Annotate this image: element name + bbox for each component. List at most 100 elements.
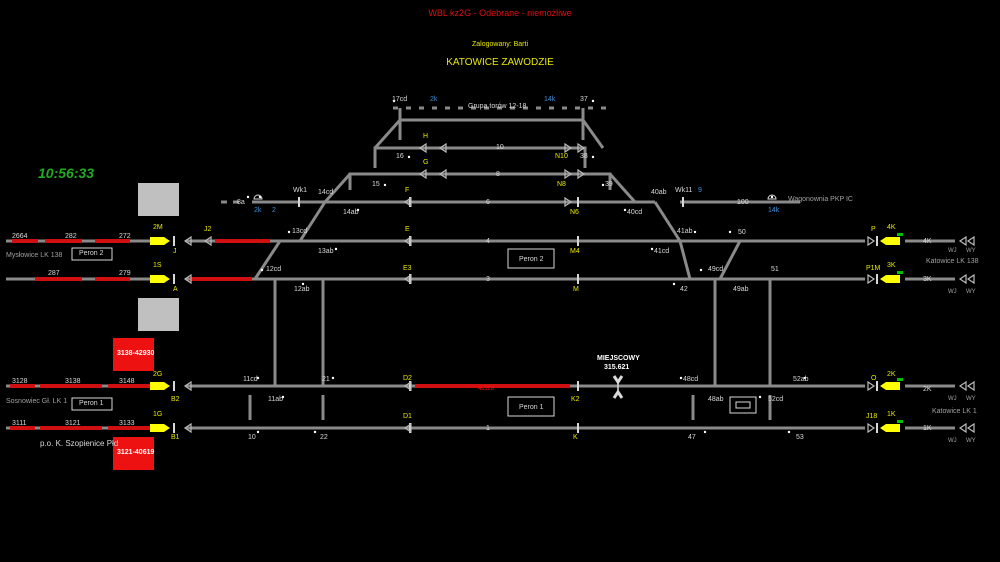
switch-label-52cd: 52cd (768, 396, 784, 403)
signal-label-j2: J2 (204, 226, 212, 233)
platform-1-main-label: Peron 1 (519, 404, 544, 411)
switch-dot (392, 99, 396, 103)
switch-dot (672, 282, 676, 286)
signal-3K (880, 275, 900, 283)
signal-1G (150, 424, 170, 432)
wj-label: WJ (948, 396, 957, 402)
signal-shunt (418, 142, 427, 154)
switch-dot (258, 195, 262, 199)
switch-dot (601, 183, 605, 187)
blue-label: 14k (768, 207, 780, 214)
platform-1-main (507, 396, 555, 417)
platform-1-left-label: Peron 1 (79, 400, 104, 407)
switch-label-40ab: 40ab (651, 189, 667, 196)
switch-dot (407, 155, 411, 159)
track-4k-label: 4K (923, 238, 932, 245)
switch-dot (256, 376, 260, 380)
signal-shunt (564, 168, 573, 180)
switch-12cd (253, 240, 282, 280)
switch-41ab (653, 201, 682, 242)
line-label-myslowice: Mysłowice LK 138 (6, 252, 63, 259)
signal-label-1s: 1S (153, 262, 162, 269)
wy-label: WY (966, 396, 976, 402)
switch-dot (770, 195, 774, 199)
miejscowy-fork-bot (612, 389, 624, 399)
blue-label: 2k (430, 96, 438, 103)
switch-dot (246, 195, 250, 199)
switch-label-48cd: 48cd (683, 376, 699, 383)
signal-label-n6: N6 (570, 209, 579, 216)
signal-shunt (403, 380, 412, 392)
signal-shunt (203, 235, 212, 247)
switch-dot (650, 247, 654, 251)
signal-label-e: E (405, 226, 410, 233)
signal-label-k2: K2 (571, 396, 580, 403)
switch-label-41ab: 41ab (677, 228, 693, 235)
signal-label-b2: B2 (171, 396, 180, 403)
switch-dot (699, 268, 703, 272)
signal-shunt (577, 168, 586, 180)
green-indicator (897, 271, 903, 274)
signal-shunt (577, 142, 586, 154)
switch-dot (287, 230, 291, 234)
switch-label-17cd: 17cd (392, 96, 408, 103)
signal-label-j: J (173, 248, 177, 255)
switch-dot (758, 395, 762, 399)
signal-label-p1m: P1M (866, 265, 881, 272)
switch-dot (331, 376, 335, 380)
switch-label-52ab: 52ab (793, 376, 809, 383)
blue-label: 14k (544, 96, 556, 103)
switch-dot (334, 247, 338, 251)
miejscowy-fork-top (612, 375, 624, 385)
signal-label-d2: D2 (403, 375, 412, 382)
crossing-inner (735, 401, 751, 409)
green-indicator (897, 233, 903, 236)
switch-dot (679, 376, 683, 380)
signal-shunt (867, 235, 876, 247)
signal-label-2m: 2M (153, 224, 163, 231)
switch-13cd (298, 201, 327, 242)
signal-wjwy (966, 273, 975, 285)
switch-14cd (323, 173, 352, 203)
blue-label: 9 (698, 187, 702, 194)
miejscowy-label: MIEJSCOWY (597, 355, 640, 362)
switch-label-53: 53 (796, 434, 804, 441)
signal-shunt (867, 273, 876, 285)
signal-label-g: G (423, 159, 429, 166)
grey-block-lower (138, 298, 179, 331)
train-box-1 (113, 338, 154, 371)
signal-label-n10: N10 (555, 153, 568, 160)
platform-2-main (507, 248, 555, 269)
track-3121-label: 3121 (65, 420, 81, 427)
line-label-szopienice: p.o. K. Szopienice Płd (40, 439, 119, 448)
signal-shunt (438, 142, 447, 154)
switch-label-13cd: 13cd (292, 228, 308, 235)
track-8 (348, 172, 612, 190)
track-21-label: 21 (322, 376, 330, 383)
signal-wjwy (958, 380, 967, 392)
track-100-label: 100 (737, 199, 749, 206)
wy-label: WY (966, 438, 976, 444)
track-2k-label: 2K (923, 386, 932, 393)
wy-label: WY (966, 289, 976, 295)
switch-label-16: 16 (396, 153, 404, 160)
track-8-label: 8 (496, 171, 500, 178)
wagonownia-label: Wagonownia PKP IC (788, 196, 853, 203)
signal-shunt (438, 168, 447, 180)
track-279-label: 279 (119, 270, 131, 277)
switch-label-37: 37 (580, 96, 588, 103)
switch-dot (301, 282, 305, 286)
signal-label-b1: B1 (171, 434, 180, 441)
signal-1S (150, 275, 170, 283)
platform-2-main-label: Peron 2 (519, 256, 544, 263)
track-1-label: 1 (486, 425, 490, 432)
switch-label-49ab: 49ab (733, 286, 749, 293)
signal-shunt (564, 196, 573, 208)
signal-shunt (183, 273, 192, 285)
signal-wjwy (966, 235, 975, 247)
wj-label: WJ (948, 289, 957, 295)
station-name: KATOWICE ZAWODZIE (446, 57, 554, 68)
track-3-label: 3 (486, 276, 490, 283)
signal-shunt (418, 168, 427, 180)
